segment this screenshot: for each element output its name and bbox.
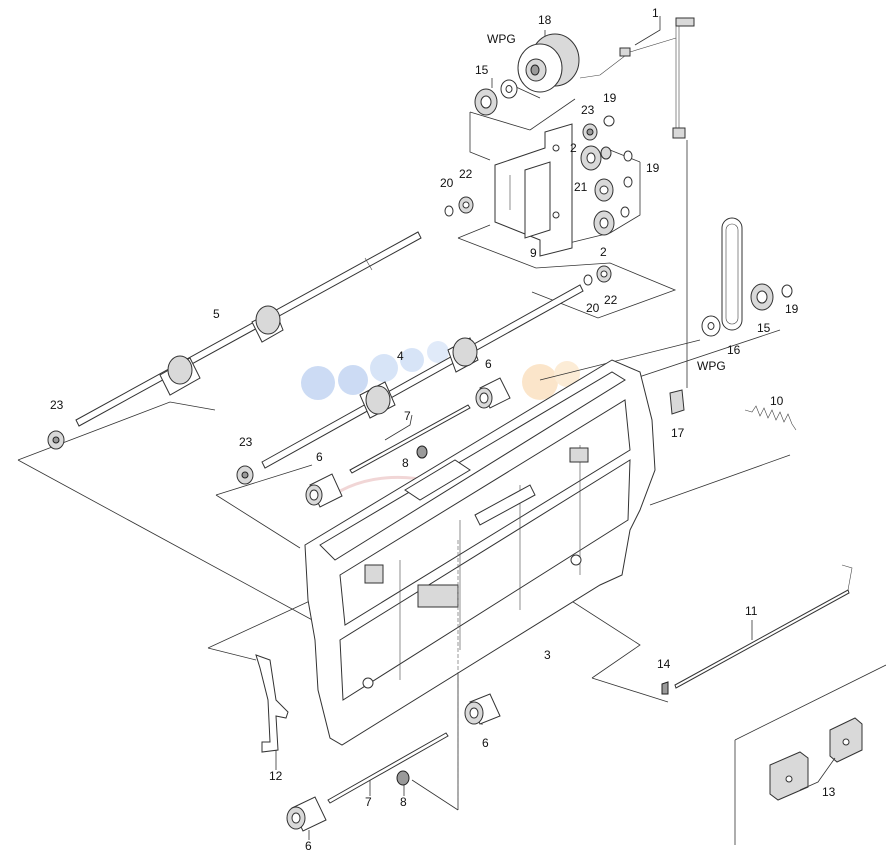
part-6-roller-lower-left	[286, 796, 327, 832]
part-13-bracket-pair	[769, 717, 863, 801]
part-10-spring	[744, 405, 797, 431]
callout-13: 13	[822, 785, 836, 799]
leader-lines	[17, 16, 886, 845]
part-6-roller-upper-right	[475, 377, 511, 409]
callout-23-left: 23	[50, 398, 64, 412]
part-6-roller-upper-left	[305, 473, 343, 508]
part-20-e-ring-upper	[444, 205, 454, 217]
callout-6-upper-right: 6	[485, 357, 492, 371]
part-7-shaft-lower	[327, 732, 449, 804]
callout-23-middle: 23	[239, 435, 253, 449]
part-19-e-ring-top	[603, 115, 615, 127]
callout-18: 18	[538, 13, 552, 27]
callout-19-right: 19	[785, 302, 799, 316]
callout-6-lower-right: 6	[482, 736, 489, 750]
part-8-gear-lower	[396, 770, 410, 786]
part-wpg-washer-top	[500, 79, 518, 99]
callout-2-lower: 2	[600, 245, 607, 259]
callout-7-upper: 7	[404, 409, 411, 423]
part-19-e-rings-side	[620, 150, 633, 218]
part-5-feed-roller-shaft	[75, 231, 422, 427]
callout-wpg-top: WPG	[487, 32, 516, 46]
part-22-bushing-lower	[596, 265, 612, 283]
callout-7-lower: 7	[365, 795, 372, 809]
part-8-gear-upper	[416, 445, 428, 459]
callout-5: 5	[213, 307, 220, 321]
callout-4: 4	[397, 349, 404, 363]
callout-3: 3	[544, 648, 551, 662]
callout-15-right: 15	[757, 321, 771, 335]
callout-23-top: 23	[581, 103, 595, 117]
part-11-actuator-rod	[674, 564, 853, 689]
callout-20-upper: 20	[440, 176, 454, 190]
part-22-bushing-upper	[458, 196, 474, 214]
callout-15-top: 15	[475, 63, 489, 77]
part-wpg-washer-right	[701, 315, 721, 337]
callout-1: 1	[652, 6, 659, 20]
callout-22-lower: 22	[604, 293, 618, 307]
part-23-bushing-top	[582, 123, 598, 141]
part-16-timing-belt	[721, 217, 743, 331]
callout-22-upper: 22	[459, 167, 473, 181]
part-18-clutch	[517, 33, 580, 93]
part-12-lever	[255, 654, 289, 753]
callout-11: 11	[745, 604, 758, 618]
callout-17: 17	[671, 426, 685, 440]
part-21-gear	[594, 178, 614, 202]
callout-10: 10	[770, 394, 784, 408]
part-2-gear-lower	[593, 210, 615, 236]
part-7-shaft-upper	[349, 404, 471, 474]
part-4-pickup-roller-shaft	[261, 284, 584, 469]
part-1-wire-harness	[579, 17, 695, 139]
part-15-gear-right	[750, 283, 774, 311]
callout-2-upper: 2	[570, 141, 577, 155]
callout-19-side: 19	[646, 161, 660, 175]
part-20-e-ring-lower	[583, 274, 593, 286]
part-23-bushing-middle	[236, 465, 254, 485]
callout-16: 16	[727, 343, 741, 357]
part-15-gear-top	[474, 88, 498, 116]
callout-20-lower: 20	[586, 301, 600, 315]
callout-12: 12	[269, 769, 283, 783]
part-2-gear-upper	[580, 145, 612, 171]
callout-19-top: 19	[603, 91, 617, 105]
part-19-e-ring-right	[781, 284, 793, 298]
part-3-main-frame	[304, 359, 656, 800]
callout-9: 9	[530, 246, 537, 260]
callout-8-upper: 8	[402, 456, 409, 470]
callout-labels: 1 18 WPG 15 23 19 2 19 21 22 20 2 9 22 2…	[50, 6, 836, 853]
part-23-bushing-left	[47, 430, 65, 450]
callout-6-upper-left: 6	[316, 450, 323, 464]
part-17-sensor	[669, 389, 685, 415]
callout-8-lower: 8	[400, 795, 407, 809]
part-9-bracket	[494, 123, 573, 257]
callout-wpg-right: WPG	[697, 359, 726, 373]
part-6-roller-lower-right	[464, 693, 501, 725]
part-14-clip	[661, 681, 669, 695]
callout-14: 14	[657, 657, 671, 671]
callout-21: 21	[574, 180, 588, 194]
callout-6-lower-left: 6	[305, 839, 312, 853]
